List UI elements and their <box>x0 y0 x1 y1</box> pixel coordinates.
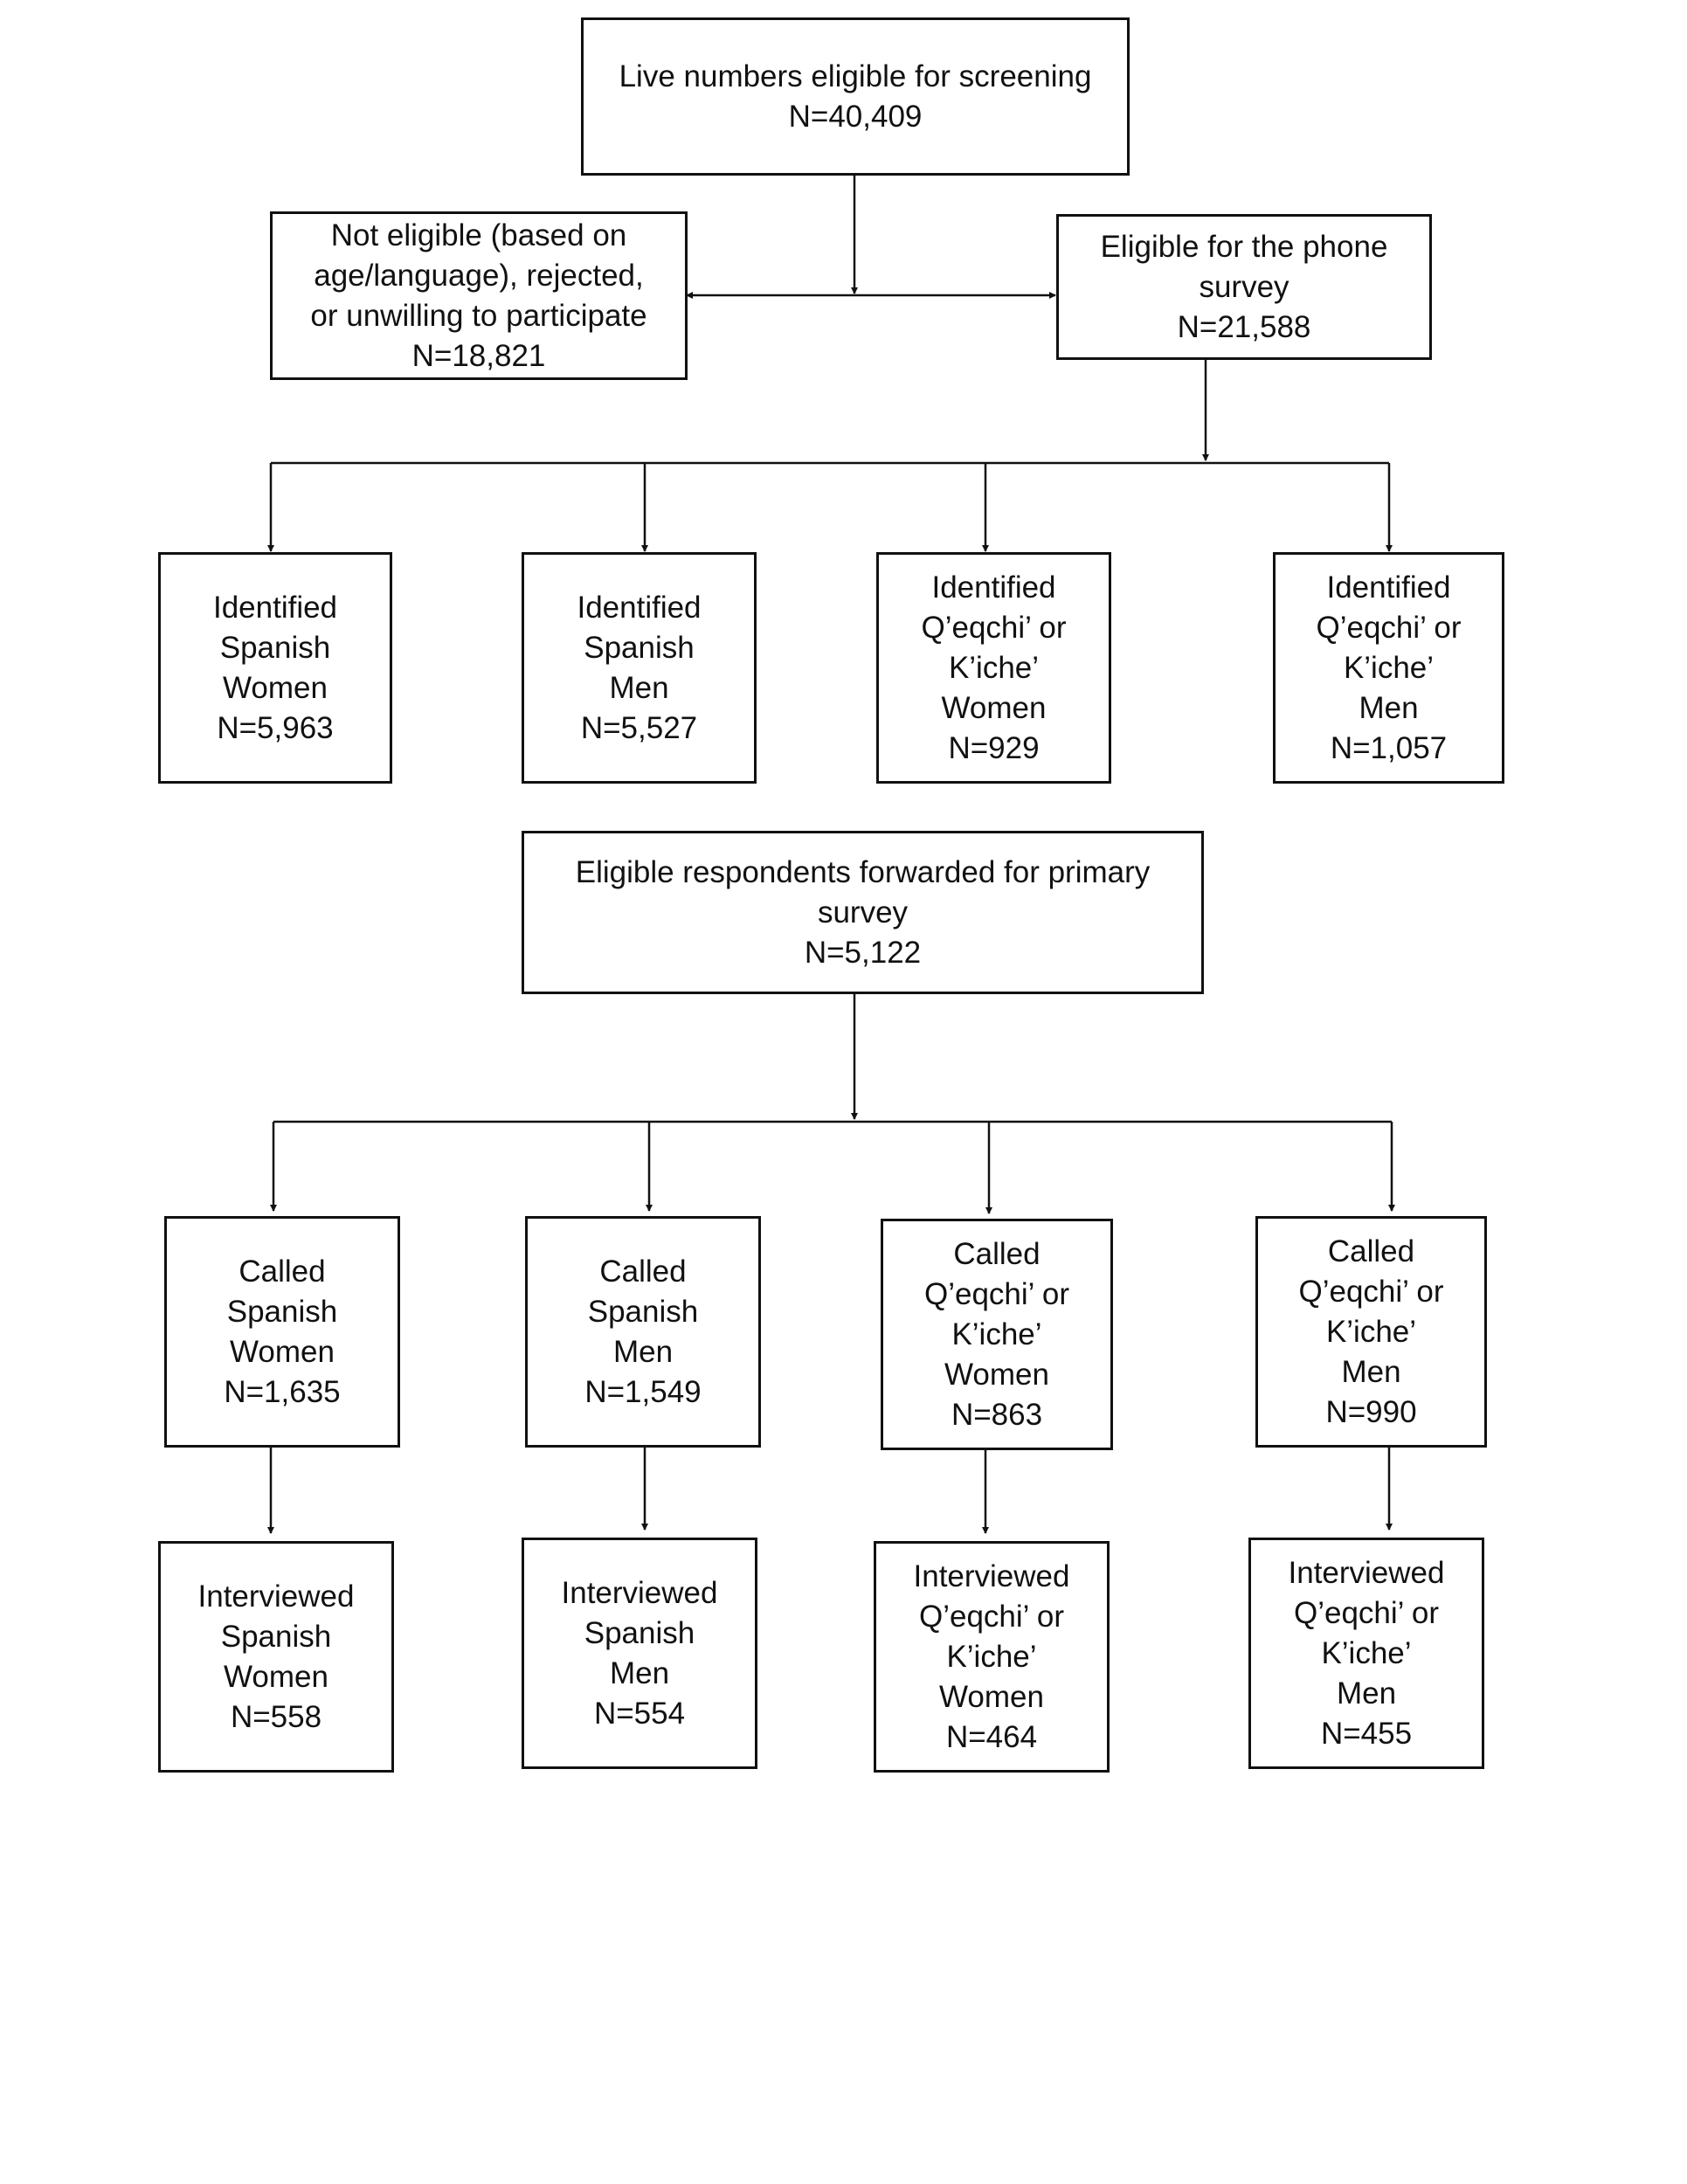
box-text-line: Spanish <box>219 630 331 665</box>
box-text-line: Spanish <box>587 1294 699 1329</box>
box-text-line: Q’eqchi’ or <box>921 610 1067 645</box>
box-count: N=558 <box>230 1699 322 1734</box>
box-count: N=929 <box>948 730 1040 765</box>
called-spanish-women-box: Called Spanish Women N=1,635 <box>164 1216 400 1448</box>
box-text-line: or unwilling to participate <box>310 298 647 333</box>
box-text-line: Called <box>599 1254 687 1289</box>
box-text-line: Men <box>609 670 669 705</box>
box-text-line: Interviewed <box>561 1575 718 1610</box>
identified-mayan-women-box: Identified Q’eqchi’ or K’iche’ Women N=9… <box>876 552 1111 784</box>
box-count: N=5,527 <box>580 710 698 745</box>
box-text-line: survey <box>817 895 909 930</box>
live-numbers-box: Live numbers eligible for screening N=40… <box>581 17 1130 176</box>
called-mayan-men-box: Called Q’eqchi’ or K’iche’ Men N=990 <box>1255 1216 1487 1448</box>
box-text-line: Q’eqchi’ or <box>1298 1274 1444 1309</box>
box-text-line: survey <box>1199 269 1289 304</box>
box-text-line: Spanish <box>226 1294 338 1329</box>
box-text-line: Called <box>953 1236 1041 1271</box>
box-count: N=990 <box>1325 1394 1417 1429</box>
box-text-line: Spanish <box>584 630 695 665</box>
called-mayan-women-box: Called Q’eqchi’ or K’iche’ Women N=863 <box>881 1219 1113 1450</box>
box-text-line: Women <box>939 1679 1044 1714</box>
box-count: N=18,821 <box>411 338 546 373</box>
box-text-line: Women <box>941 690 1047 725</box>
box-count: N=1,057 <box>1330 730 1448 765</box>
box-text-line: Women <box>224 1659 328 1694</box>
box-text-line: Interviewed <box>197 1579 355 1614</box>
identified-spanish-men-box: Identified Spanish Men N=5,527 <box>522 552 757 784</box>
box-count: N=863 <box>951 1397 1043 1432</box>
box-text-line: Live numbers eligible for screening <box>619 59 1092 93</box>
identified-spanish-women-box: Identified Spanish Women N=5,963 <box>158 552 392 784</box>
forwarded-box: Eligible respondents forwarded for prima… <box>522 831 1204 994</box>
box-text-line: K’iche’ <box>1321 1635 1412 1670</box>
box-text-line: Women <box>223 670 328 705</box>
box-text-line: Called <box>239 1254 326 1289</box>
box-count: N=1,635 <box>224 1374 341 1409</box>
box-text-line: Men <box>1336 1676 1397 1711</box>
interviewed-mayan-women-box: Interviewed Q’eqchi’ or K’iche’ Women N=… <box>874 1541 1110 1773</box>
box-text-line: Identified <box>212 590 338 625</box>
box-count: N=40,409 <box>788 99 923 134</box>
box-text-line: Women <box>230 1334 335 1369</box>
interviewed-mayan-men-box: Interviewed Q’eqchi’ or K’iche’ Men N=45… <box>1248 1538 1484 1769</box>
box-count: N=21,588 <box>1177 309 1311 344</box>
box-text-line: Interviewed <box>1288 1555 1445 1590</box>
box-text-line: K’iche’ <box>1325 1314 1417 1349</box>
box-text-line: Called <box>1327 1234 1415 1268</box>
interviewed-spanish-men-box: Interviewed Spanish Men N=554 <box>522 1538 757 1769</box>
box-text-line: Eligible respondents forwarded for prima… <box>575 854 1151 889</box>
box-count: N=464 <box>945 1719 1038 1754</box>
box-count: N=455 <box>1320 1716 1413 1751</box>
box-text-line: Identified <box>577 590 702 625</box>
box-text-line: Men <box>1359 690 1419 725</box>
box-text-line: Q’eqchi’ or <box>1294 1595 1439 1630</box>
box-text-line: Q’eqchi’ or <box>919 1599 1064 1634</box>
called-spanish-men-box: Called Spanish Men N=1,549 <box>525 1216 761 1448</box>
box-text-line: Women <box>944 1357 1049 1392</box>
box-text-line: Eligible for the phone <box>1100 229 1388 264</box>
box-text-line: K’iche’ <box>946 1639 1037 1674</box>
box-text-line: Not eligible (based on <box>330 218 627 252</box>
box-text-line: Spanish <box>584 1615 695 1650</box>
box-text-line: Interviewed <box>913 1559 1070 1593</box>
box-text-line: K’iche’ <box>948 650 1040 685</box>
box-text-line: age/language), rejected, <box>314 258 644 293</box>
box-text-line: Spanish <box>220 1619 332 1654</box>
box-count: N=5,122 <box>804 935 922 970</box>
box-text-line: Identified <box>1326 570 1451 605</box>
box-text-line: K’iche’ <box>1343 650 1435 685</box>
interviewed-spanish-women-box: Interviewed Spanish Women N=558 <box>158 1541 394 1773</box>
box-count: N=554 <box>593 1696 686 1731</box>
box-text-line: Men <box>609 1655 670 1690</box>
box-text-line: Q’eqchi’ or <box>924 1276 1069 1311</box>
identified-mayan-men-box: Identified Q’eqchi’ or K’iche’ Men N=1,0… <box>1273 552 1504 784</box>
box-text-line: Men <box>612 1334 674 1369</box>
box-text-line: K’iche’ <box>951 1317 1042 1351</box>
box-text-line: Identified <box>931 570 1056 605</box>
box-text-line: Men <box>1341 1354 1401 1389</box>
not-eligible-box: Not eligible (based on age/language), re… <box>270 211 688 380</box>
box-count: N=1,549 <box>584 1374 702 1409</box>
box-text-line: Q’eqchi’ or <box>1316 610 1462 645</box>
eligible-phone-box: Eligible for the phone survey N=21,588 <box>1056 214 1432 360</box>
box-count: N=5,963 <box>217 710 334 745</box>
